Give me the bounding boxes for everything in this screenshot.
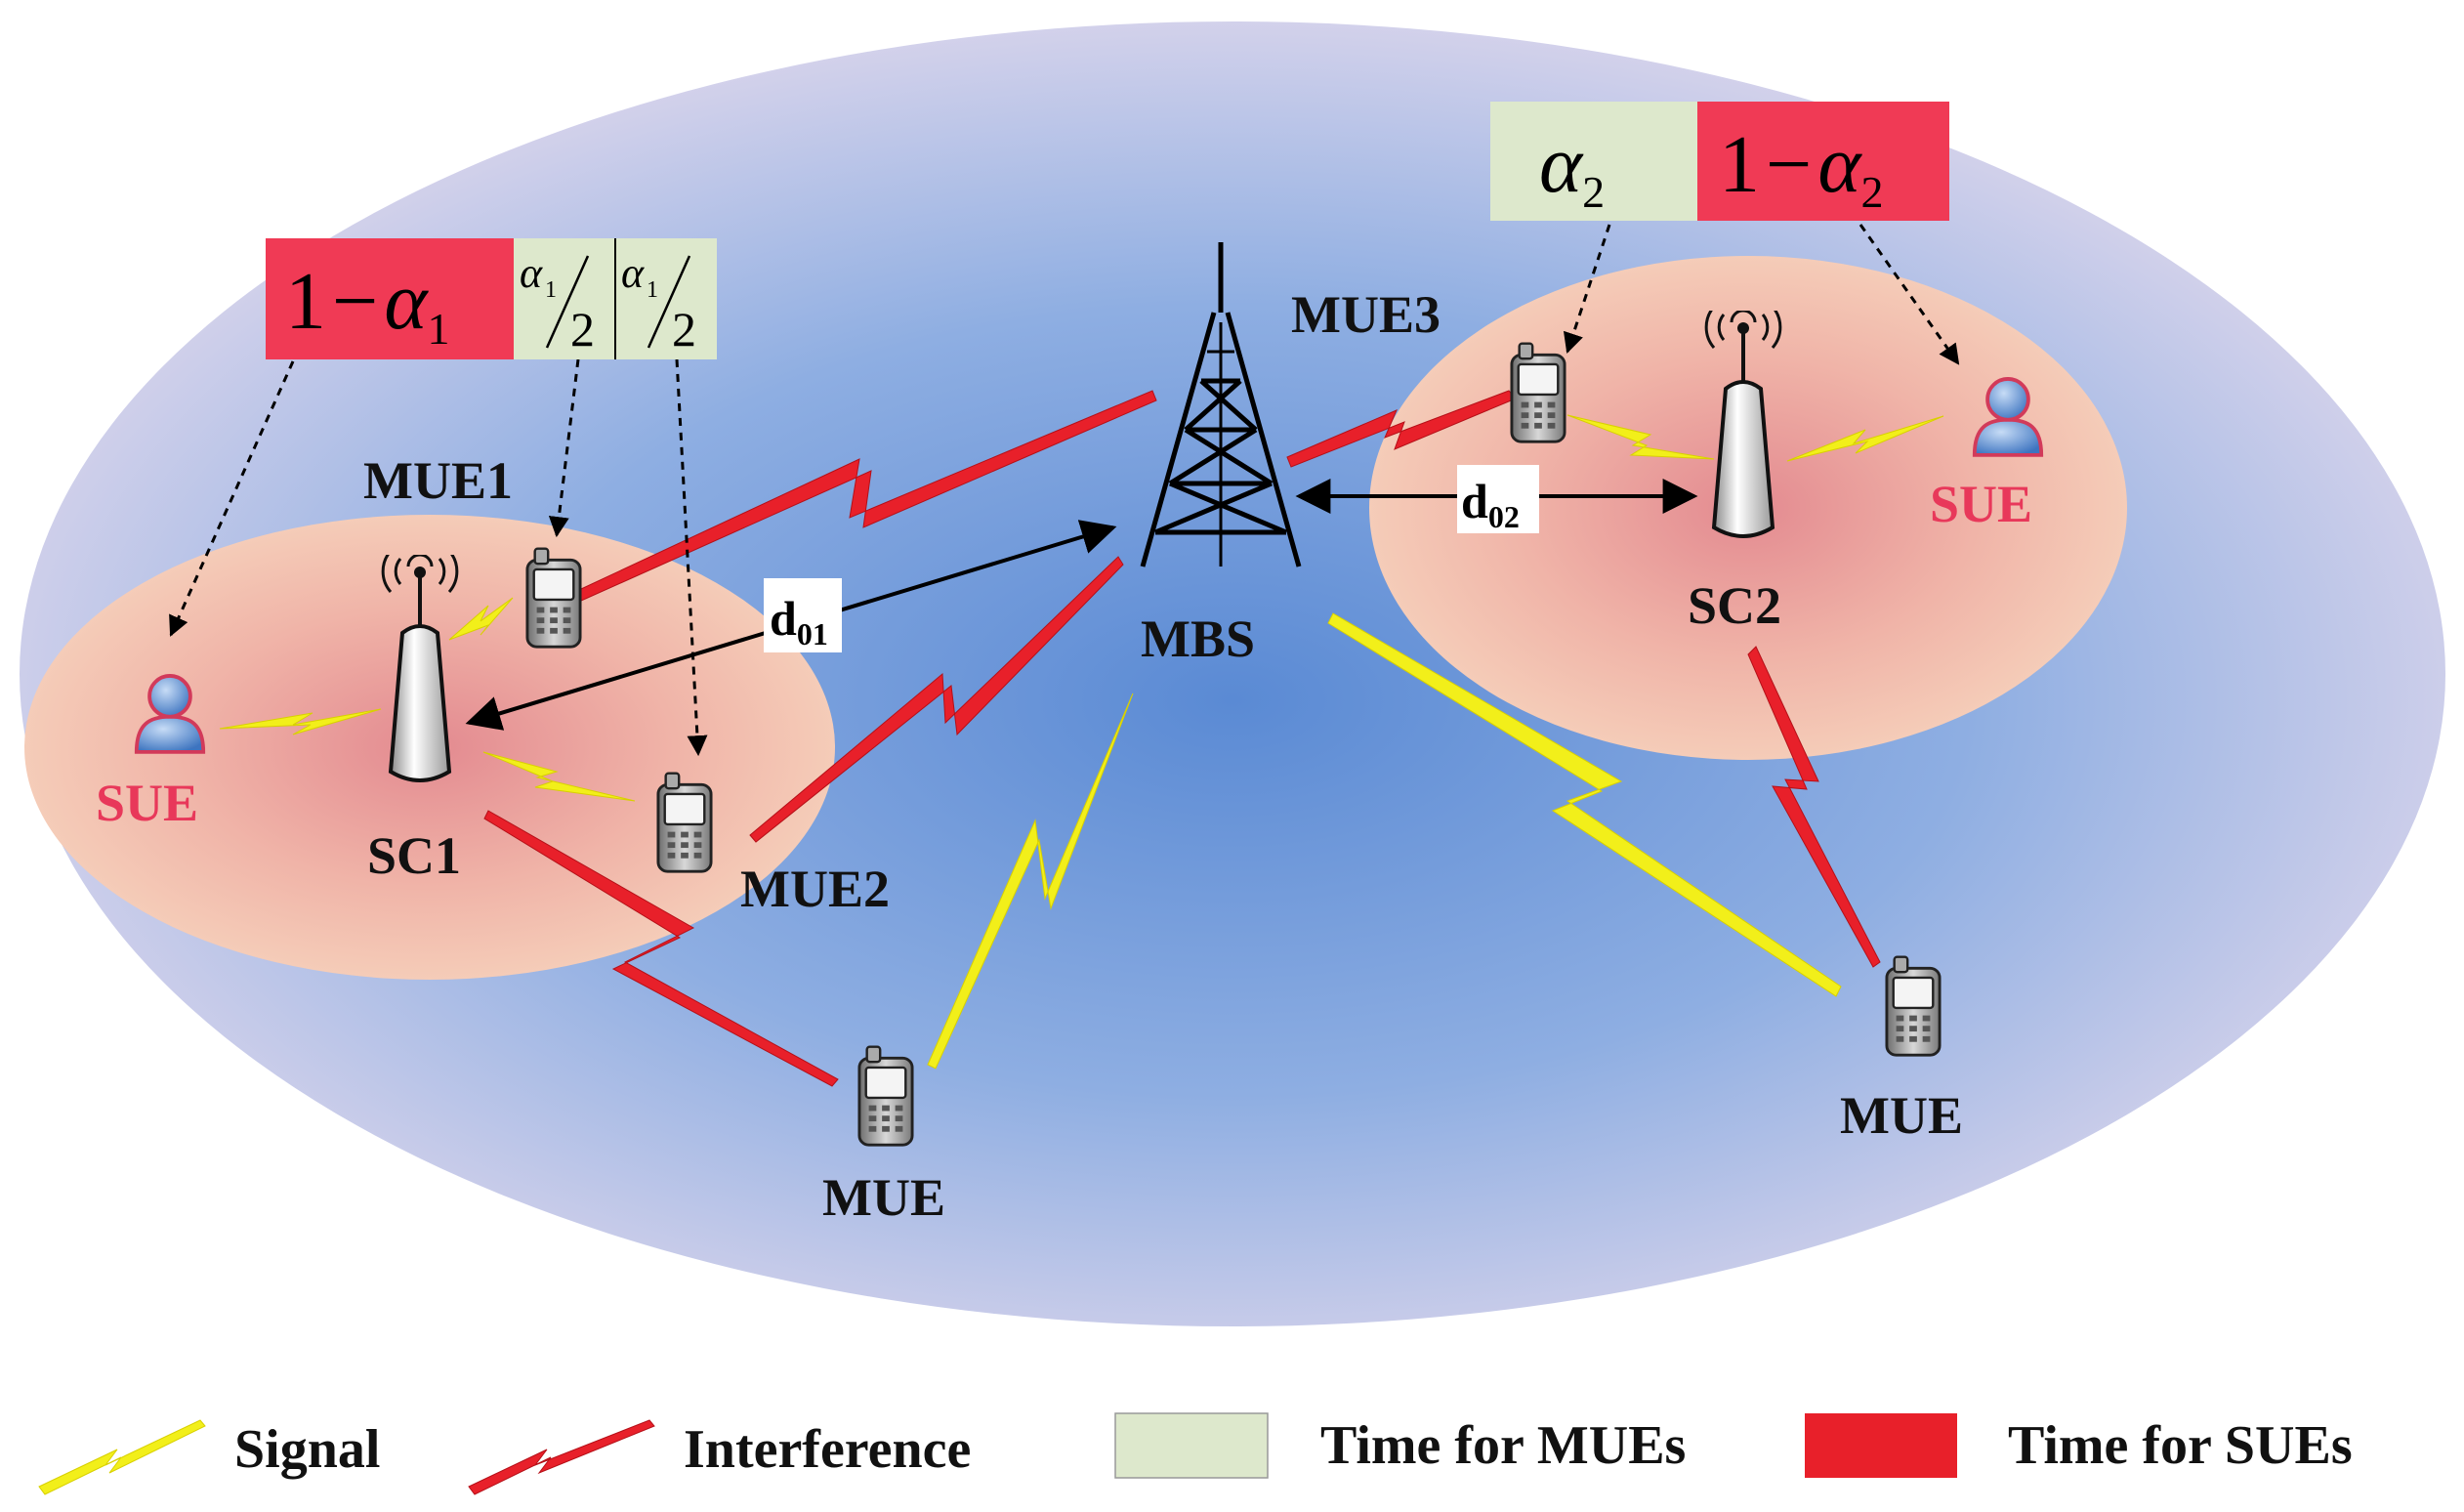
mue-bottom-left-label: MUE <box>822 1168 945 1227</box>
legend-sue-time-label: Time for SUEs <box>2008 1415 2353 1476</box>
legend-mue-time-label: Time for MUEs <box>1320 1415 1686 1476</box>
signal-link-sc1-mue2 <box>482 751 636 802</box>
svg-text:α: α <box>520 249 543 297</box>
sc1-label: SC1 <box>367 826 461 885</box>
mobile-phone-icon <box>857 1045 914 1147</box>
signal-link-sc2-sue <box>1786 415 1944 462</box>
time-split-sc1: 1−α1 α 1 2 α 1 2 <box>266 238 717 359</box>
legend-signal-icon <box>38 1419 206 1495</box>
interference-link-sc2-mue <box>1747 646 1881 968</box>
distance-label-d01: d01 <box>770 591 828 651</box>
mue3-label: MUE3 <box>1291 285 1441 344</box>
sc1-mue-time-fraction-2: α 1 2 <box>621 249 696 357</box>
distance-label-d02: d02 <box>1461 474 1520 534</box>
sc2-label: SC2 <box>1688 576 1781 635</box>
signal-links <box>219 414 1944 1070</box>
interference-link-sc1-mue <box>483 810 839 1087</box>
sc2-sue-time-fraction: 1−α2 <box>1719 119 1883 217</box>
svg-text:1: 1 <box>647 277 658 303</box>
sc1-sue-time-fraction: 1−α1 <box>285 256 449 354</box>
mobile-phone-icon <box>1510 342 1566 443</box>
svg-text:2: 2 <box>672 302 696 357</box>
mue2-label: MUE2 <box>740 860 890 918</box>
time-split-sc2: α2 1−α2 <box>1490 102 1949 221</box>
legend-interference-icon <box>468 1419 655 1495</box>
sue-left-label: SUE <box>96 774 198 832</box>
legend-interference-label: Interference <box>684 1419 971 1480</box>
mbs-label: MBS <box>1141 609 1255 668</box>
mobile-phone-icon <box>656 772 713 873</box>
mobile-phone-icon <box>525 547 582 649</box>
svg-text:1: 1 <box>545 277 557 303</box>
signal-link-mbs-mue <box>927 693 1134 1070</box>
mue1-label: MUE1 <box>363 451 513 510</box>
legend-sue-time-swatch <box>1805 1413 1957 1478</box>
tower-icon <box>1140 242 1302 567</box>
signal-link-sc2-mue3 <box>1566 414 1715 460</box>
legend-mue-time-swatch <box>1114 1412 1269 1479</box>
sue-right-label: SUE <box>1930 475 2032 533</box>
svg-text:2: 2 <box>570 302 595 357</box>
mue-bottom-right-label: MUE <box>1840 1086 1963 1145</box>
svg-text:α: α <box>621 249 645 297</box>
legend: Signal Interference Time for MUEs Time f… <box>38 1412 2353 1495</box>
distance-label-d02-box <box>1457 465 1539 533</box>
mobile-phone-icon <box>1885 955 1942 1057</box>
signal-link-mbs-mue-right <box>1327 612 1842 997</box>
legend-signal-label: Signal <box>234 1419 380 1480</box>
sc2-mue-time-fraction: α2 <box>1539 119 1605 217</box>
signal-link-sc1-sue <box>219 708 382 735</box>
sc1-mue-time-fraction-1: α 1 2 <box>520 249 595 357</box>
distance-label-d01-box <box>764 578 842 652</box>
time-split-pointers <box>169 224 1960 757</box>
